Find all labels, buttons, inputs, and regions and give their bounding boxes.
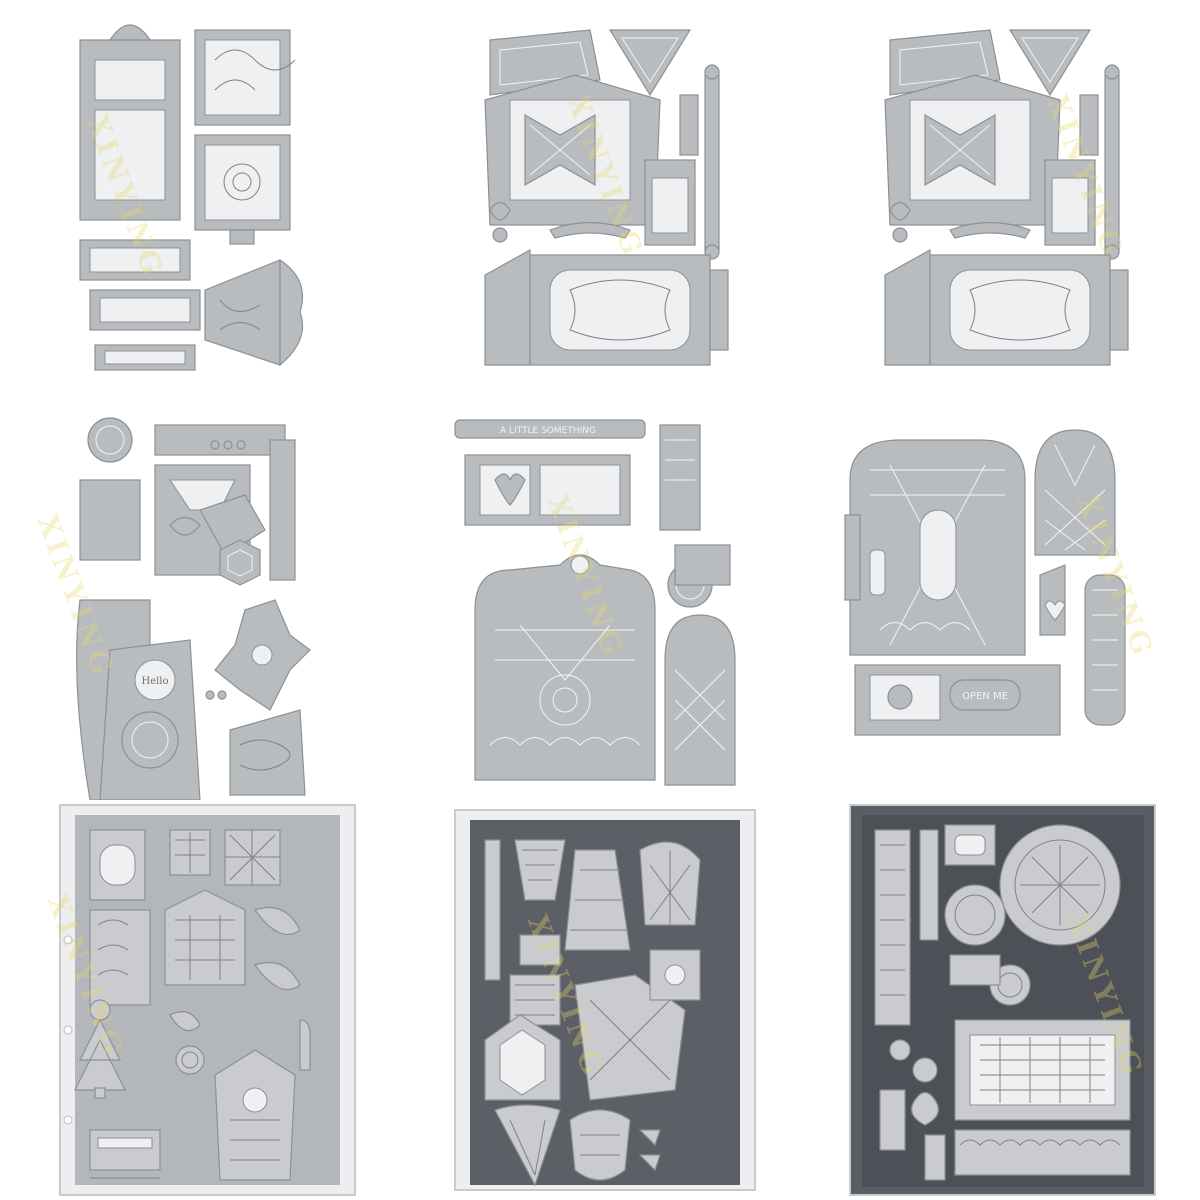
die-set-illustration [59, 804, 356, 1196]
panel-lattice-purse: OPEN ME [800, 400, 1200, 800]
banner-label: A LITTLE SOMETHING [500, 426, 596, 436]
die-set-illustration [484, 29, 729, 366]
panel-birdhouse-sleeve [0, 800, 400, 1200]
open-me-label: OPEN ME [962, 691, 1008, 702]
panel-slider-box-a [400, 0, 800, 400]
panel-slider-box-b [800, 0, 1200, 400]
die-set-illustration [884, 29, 1129, 366]
die-set-illustration: A LITTLE SOMETHING [454, 419, 736, 786]
panel-doily-sleeve [800, 800, 1200, 1200]
panel-lantern-sleeve [400, 800, 800, 1200]
die-set-illustration [79, 24, 304, 371]
die-set-illustration: OPEN ME [844, 429, 1126, 736]
hello-label: Hello [141, 676, 168, 687]
panel-telephone-set: Hello [0, 400, 400, 800]
die-set-illustration [454, 809, 756, 1191]
panel-gift-box-tags [0, 0, 400, 400]
panel-purse-lattice: A LITTLE SOMETHING [400, 400, 800, 800]
die-set-illustration: Hello [76, 417, 311, 800]
die-set-illustration [849, 804, 1156, 1196]
